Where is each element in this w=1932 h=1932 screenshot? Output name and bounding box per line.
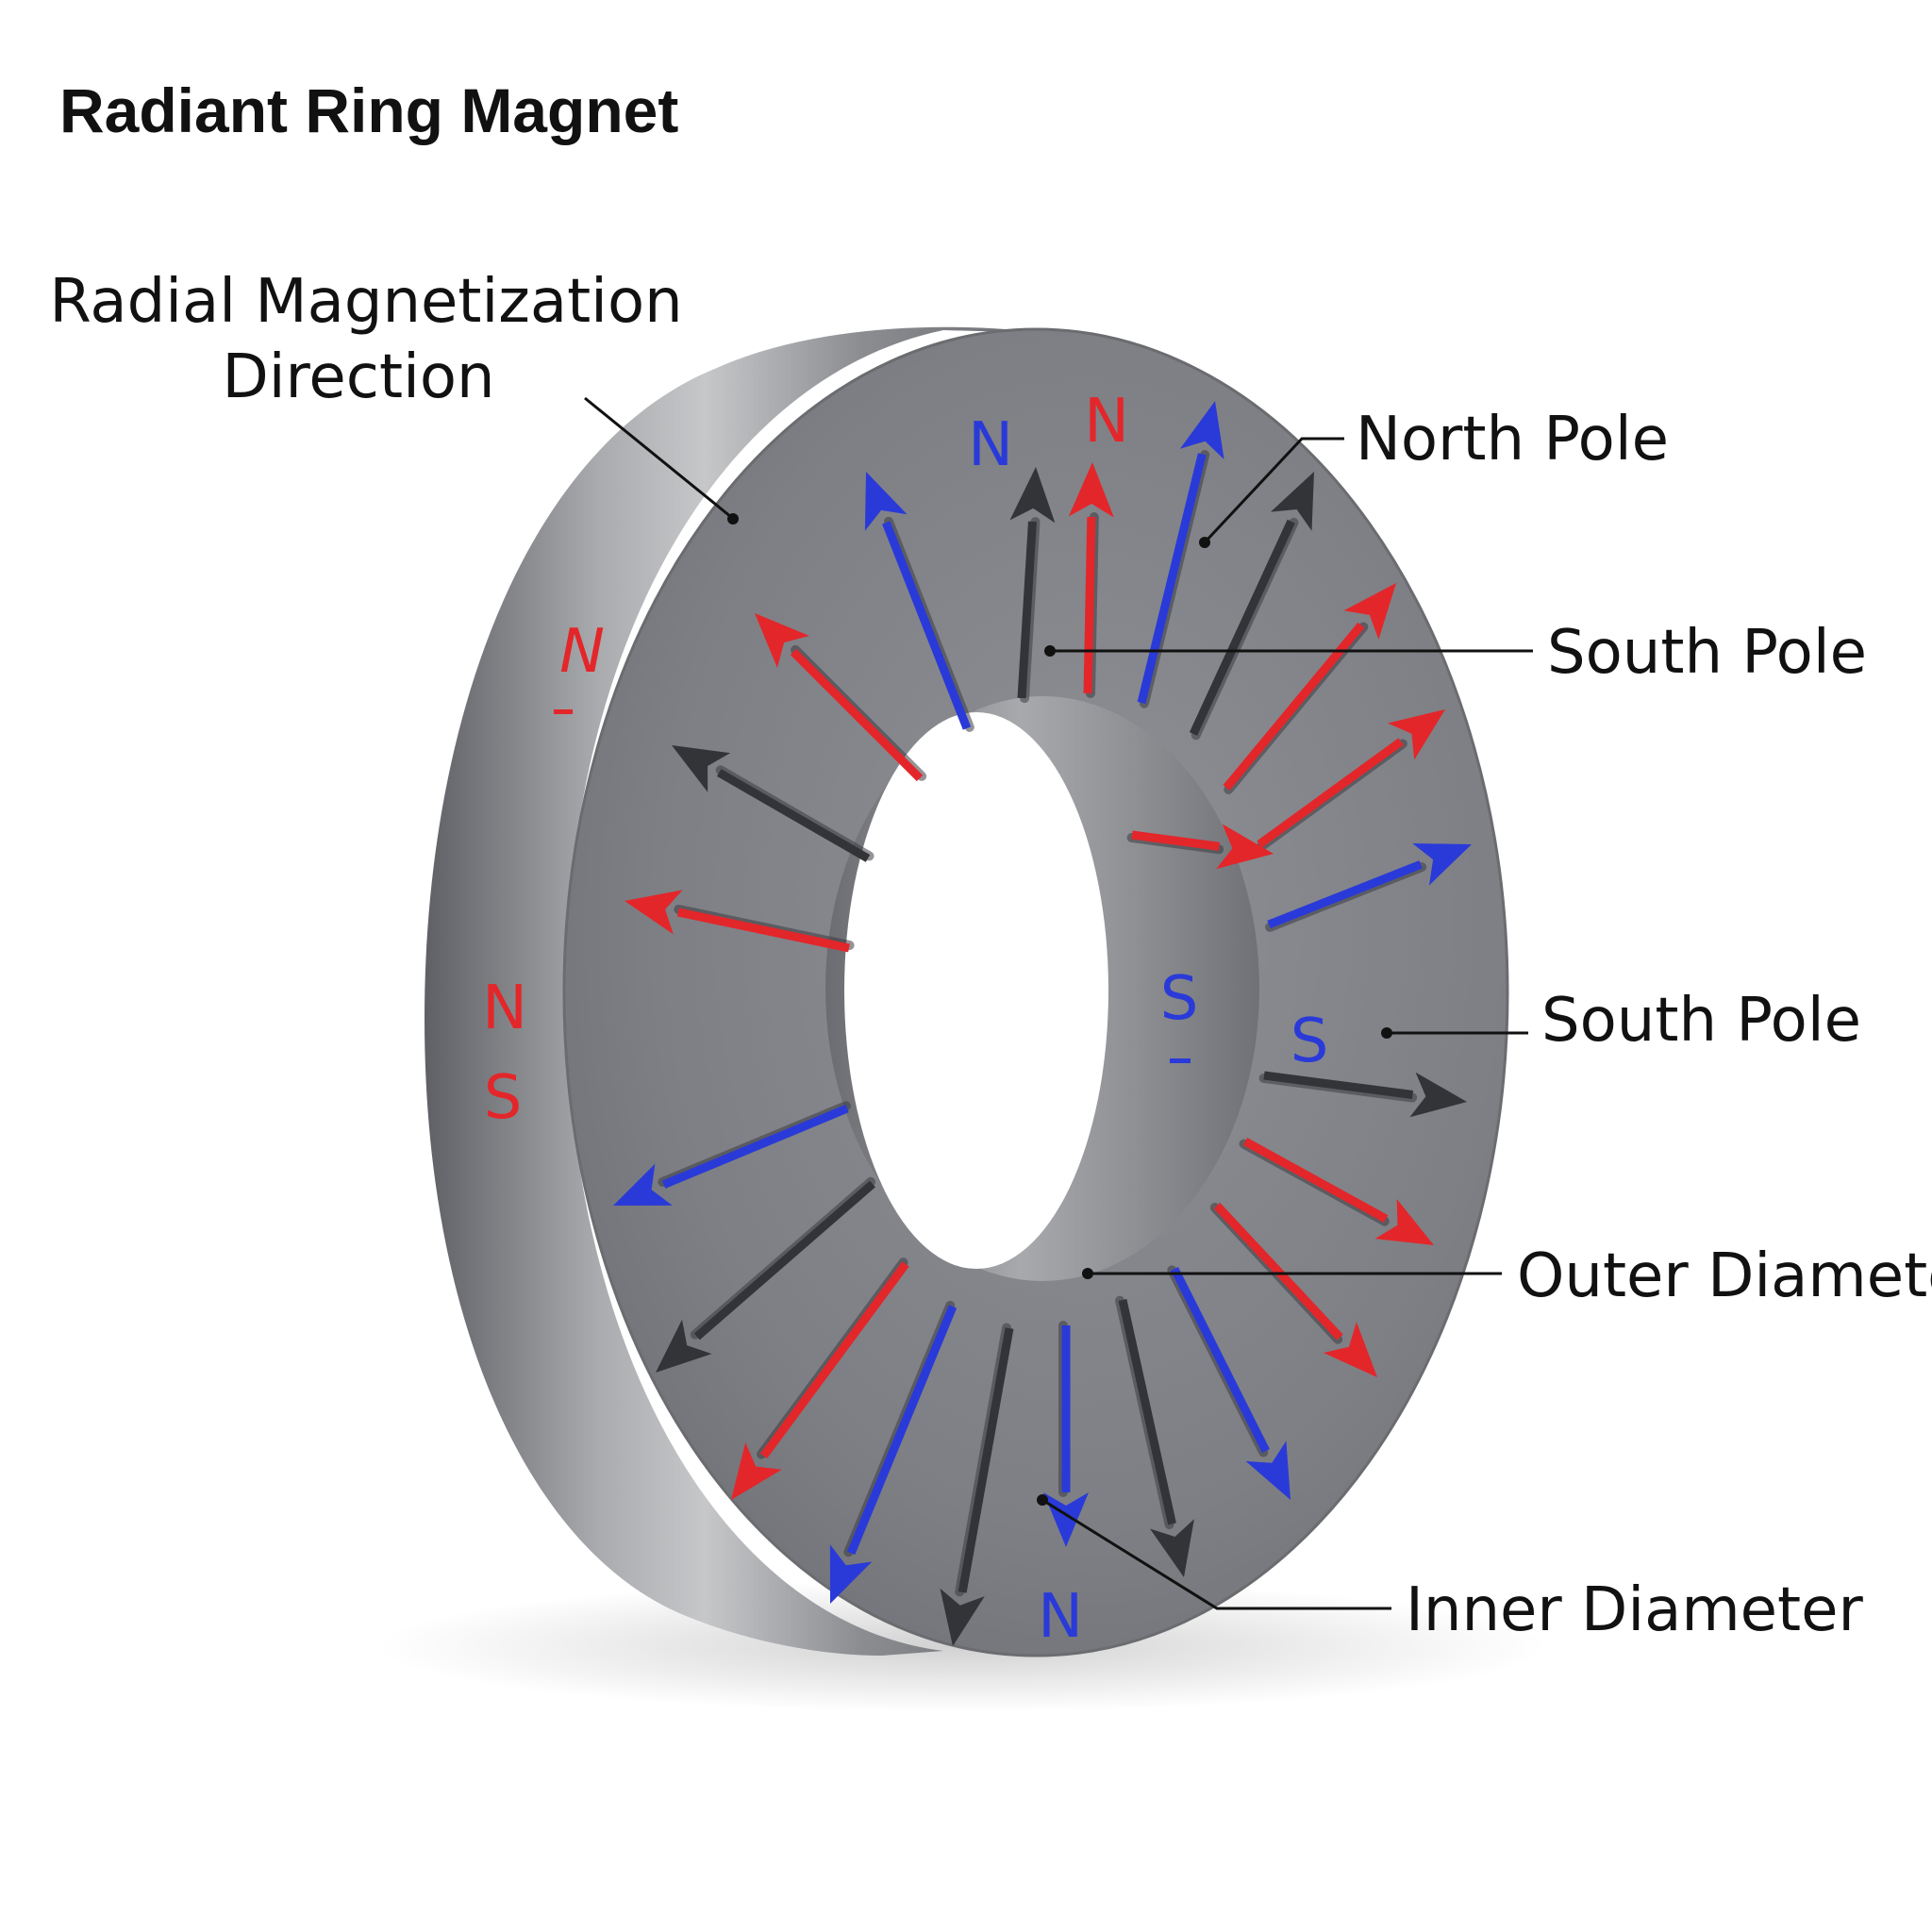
- arrow-head-8: [1412, 843, 1472, 886]
- arrow-head-16: [829, 1544, 873, 1604]
- arrow-shaft-4: [1189, 519, 1295, 736]
- leader-dot-south-pole-upper: [1044, 645, 1056, 657]
- arrow-head-22: [755, 613, 809, 668]
- leader-dot-radial-direction: [727, 513, 739, 525]
- arrow-head-7: [1216, 824, 1274, 870]
- arrow-head-2: [1068, 462, 1114, 518]
- arrow-head-19: [613, 1163, 673, 1206]
- pole-labels: N N N N S S S N: [482, 387, 1328, 1652]
- arrow-shaft-8: [1267, 860, 1423, 929]
- arrow-shaft-20: [676, 908, 850, 953]
- pole-label-face-right-s: S: [1291, 1007, 1329, 1076]
- leader-dot-outer-diameter: [1082, 1268, 1093, 1279]
- ring-magnet: [425, 326, 1509, 1657]
- pole-label-bore-s: S: [1160, 964, 1199, 1034]
- leader-radial-direction: [584, 396, 732, 519]
- arrow-head-1: [1009, 467, 1056, 524]
- arrow-shaft-16: [846, 1305, 958, 1556]
- leader-lines: [584, 396, 1533, 1610]
- arrow-shaft-22: [790, 648, 924, 782]
- callout-radial-direction-line2: Direction: [222, 342, 494, 412]
- arrow-shaft-6: [1257, 738, 1404, 848]
- arrow-head-10: [1374, 1199, 1434, 1245]
- arrow-shaft-11: [1213, 1202, 1343, 1341]
- bore-dash: [1170, 1058, 1191, 1063]
- arrow-shaft-9: [1263, 1071, 1414, 1099]
- arrow-shaft-7: [1131, 830, 1221, 851]
- arrow-head-4: [1270, 472, 1314, 531]
- magnetization-arrows: [613, 401, 1472, 1646]
- callout-south-pole-lower: South Pole: [1541, 986, 1861, 1056]
- arrow-head-15: [940, 1588, 985, 1646]
- arrow-shaft-17: [759, 1261, 909, 1459]
- rim-upper-dash: [554, 709, 573, 714]
- pole-label-face-top-blue: N: [968, 410, 1013, 480]
- arrow-shaft-10: [1242, 1138, 1389, 1223]
- arrow-head-6: [1388, 709, 1445, 760]
- arrow-head-13: [1150, 1519, 1194, 1577]
- pole-label-face-top-red: N: [1084, 387, 1129, 457]
- leader-north-pole: [1203, 437, 1344, 544]
- pole-label-rim-upper: N: [559, 617, 605, 687]
- arrow-head-20: [625, 890, 683, 935]
- arrow-shaft-18: [693, 1180, 875, 1341]
- arrow-head-9: [1409, 1072, 1467, 1118]
- arrow-head-5: [1343, 583, 1396, 640]
- callout-inner-diameter: Inner Diameter: [1406, 1575, 1864, 1645]
- arrow-shaft-23: [882, 521, 972, 730]
- arrow-head-23: [864, 472, 908, 531]
- arrow-head-12: [1245, 1441, 1291, 1500]
- arrow-shaft-1: [1017, 521, 1037, 699]
- leader-dot-south-pole-lower: [1381, 1027, 1392, 1039]
- ring-rim: [425, 326, 1047, 1656]
- arrow-shaft-19: [661, 1104, 849, 1189]
- arrow-shaft-21: [716, 769, 871, 862]
- arrow-head-3: [1179, 401, 1224, 459]
- arrow-shaft-2: [1083, 516, 1096, 694]
- arrow-shaft-13: [1118, 1299, 1176, 1525]
- leader-dot-north-pole: [1199, 537, 1210, 548]
- callout-south-pole-upper: South Pole: [1547, 618, 1867, 688]
- callout-north-pole: North Pole: [1356, 405, 1669, 475]
- arrow-shaft-3: [1137, 453, 1207, 705]
- callout-labels: Radial Magnetization Direction North Pol…: [49, 267, 1932, 1645]
- arrow-shaft-15: [958, 1327, 1014, 1593]
- pole-label-rim-middle-n: N: [482, 974, 527, 1043]
- callout-outer-diameter: Outer Diameter: [1517, 1241, 1932, 1311]
- pole-label-face-bottom-n: N: [1038, 1582, 1083, 1652]
- arrow-head-18: [656, 1319, 712, 1373]
- arrow-shaft-12: [1170, 1266, 1270, 1454]
- arrow-head-17: [731, 1442, 782, 1500]
- pole-label-rim-middle-s: S: [484, 1063, 523, 1133]
- callout-radial-direction-line1: Radial Magnetization: [49, 267, 682, 337]
- arrow-head-11: [1323, 1322, 1377, 1377]
- bore-hole: [844, 712, 1108, 1269]
- leader-inner-diameter: [1041, 1498, 1391, 1610]
- arrow-head-21: [672, 745, 731, 792]
- diagram-title: Radiant Ring Magnet: [59, 75, 678, 145]
- leader-dot-inner-diameter: [1037, 1494, 1048, 1506]
